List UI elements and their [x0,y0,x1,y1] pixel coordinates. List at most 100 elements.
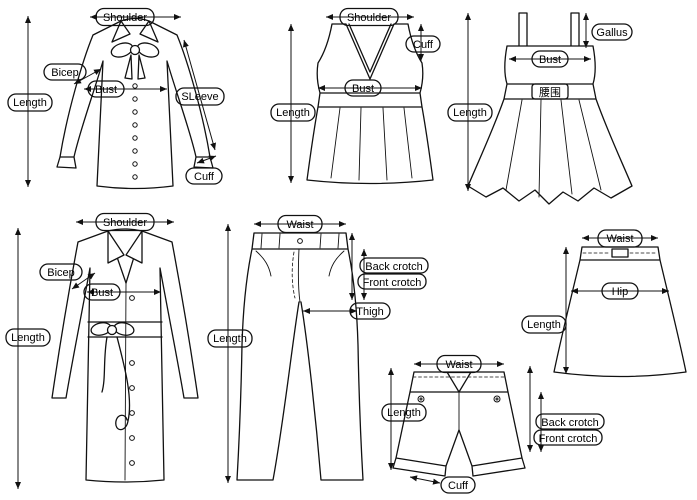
skirt-waist-dim: Waist [582,229,658,248]
coat-shoulder-label: Shoulder [103,217,147,229]
skirt-waist-label-box [597,229,643,248]
skirt-buckle [611,248,629,258]
button [132,109,138,115]
trousers-length-label-box [207,329,253,348]
tank-length-label-box [270,103,316,122]
coat-shoulder-label-box [95,212,155,232]
coat-length-dim: Length [5,228,51,489]
blouse-collar-left [111,20,131,43]
shorts-length-dim: Length [381,368,427,470]
blouse-buttons [132,83,138,180]
dress-length-label-box [447,103,493,122]
button [129,410,135,416]
coat-bicep-arrow [71,272,96,290]
trousers-waist-dim: Waist [254,214,346,234]
shorts-front-crotch-label: Front crotch [539,433,598,445]
shorts-cuff-arrow [409,475,441,485]
trousers-details [255,233,345,303]
tank-top-diagram: Shoulder Cuff Bust Length [270,7,441,185]
coat-shoulder-dim: Shoulder [76,212,174,232]
button [129,385,135,391]
tank-cuff-label: Cuff [413,39,434,51]
dress-waist-label-box [531,83,569,100]
button [132,96,138,102]
blouse-shoulder-dim: Shoulder [90,7,181,27]
blouse-shoulder-label-box [95,7,155,27]
coat-length-label-box [5,328,51,347]
dress-outline [467,12,633,205]
coat-bust-dim: Bust [83,283,161,301]
blouse-sleeve-label-box [175,87,225,106]
skirt-hip-label: Hip [612,286,629,298]
skirt-hip-dim: Hip [571,282,669,300]
coat-bicep-label-box [39,263,83,281]
trousers-button [297,238,303,244]
button [132,135,138,141]
button [132,148,138,154]
tank-bust-dim: Bust [318,79,422,97]
coat-belt-tails [101,336,131,431]
tank-bust-label-box [344,79,382,97]
blouse-length-label-box [7,93,53,112]
skirt-diagram: Waist Hip Length [521,229,687,378]
trousers-length-dim: Length [207,224,253,483]
shorts-cuff-dim: Cuff [409,475,476,494]
shorts-waist-label: Waist [445,359,472,371]
dress-pleats [505,99,602,198]
blouse-sleeve-dim: SLeeve [175,39,225,151]
blouse-bow-knot [129,44,141,56]
dress-bust-label-box [531,50,569,68]
coat-diagram: Shoulder Bicep Bust Length [5,212,199,489]
shorts-cuff-label: Cuff [448,480,469,492]
shorts-front-crotch-dim: Front crotch [533,392,603,452]
blouse-bicep-label-box [43,63,87,81]
blouse-shoulder-label: Shoulder [103,12,147,24]
coat-lapel-left [107,230,125,264]
coat-buttons [129,295,135,466]
dress-gallus-label-box [591,23,633,41]
blouse-cuff-dim: Cuff [185,155,223,185]
shorts-back-crotch-label: Back crotch [541,417,598,429]
blouse-bicep-dim: Bicep [43,63,102,85]
tank-shoulder-dim: Shoulder [326,7,414,27]
tank-cuff-dim: Cuff [405,24,441,61]
trousers-back-crotch-dim: Back crotch [349,233,429,300]
skirt-length-dim: Length [521,247,569,374]
trousers-thigh-label: Thigh [356,306,384,318]
blouse-sleeve-arrow [183,39,216,151]
tank-length-dim: Length [270,24,316,183]
dress-bust-label: Bust [539,54,561,66]
blouse-bicep-arrow [73,68,102,85]
trousers-thigh-dim: Thigh [303,302,391,320]
coat-bust-label: Bust [91,287,113,299]
button [129,460,135,466]
blouse-bow-tails [124,54,146,80]
blouse-cuff-arrow [196,155,217,164]
skirt-hip-label-box [601,282,639,300]
blouse-bust-label: Bust [95,84,117,96]
trousers-back-crotch-label: Back crotch [365,261,422,273]
shorts-button-left-dot [419,397,423,401]
shorts-length-label: Length [387,407,421,419]
coat-bicep-label: Bicep [47,267,75,279]
blouse-bicep-label: Bicep [51,67,79,79]
shorts-cuff-label-box [440,476,476,494]
button [129,295,135,301]
blouse-collar-right [139,20,159,43]
shorts-front-crotch-label-box [533,429,603,446]
blouse-length-label: Length [13,97,47,109]
tank-top-outline [306,23,434,185]
coat-length-label: Length [11,332,45,344]
shorts-back-crotch-dim: Back crotch [527,366,605,452]
trousers-length-label: Length [213,333,247,345]
trousers-front-crotch-label-box [357,273,427,290]
shorts-back-crotch-label-box [535,413,605,430]
button [129,435,135,441]
blouse-cuff-label-box [185,167,223,185]
skirt-length-label-box [521,315,567,334]
trousers-fly-stitch [291,251,296,299]
tank-length-label: Length [276,107,310,119]
dress-gallus-label: Gallus [596,27,628,39]
dress-diagram: Gallus Bust 腰围 Length [447,12,633,205]
